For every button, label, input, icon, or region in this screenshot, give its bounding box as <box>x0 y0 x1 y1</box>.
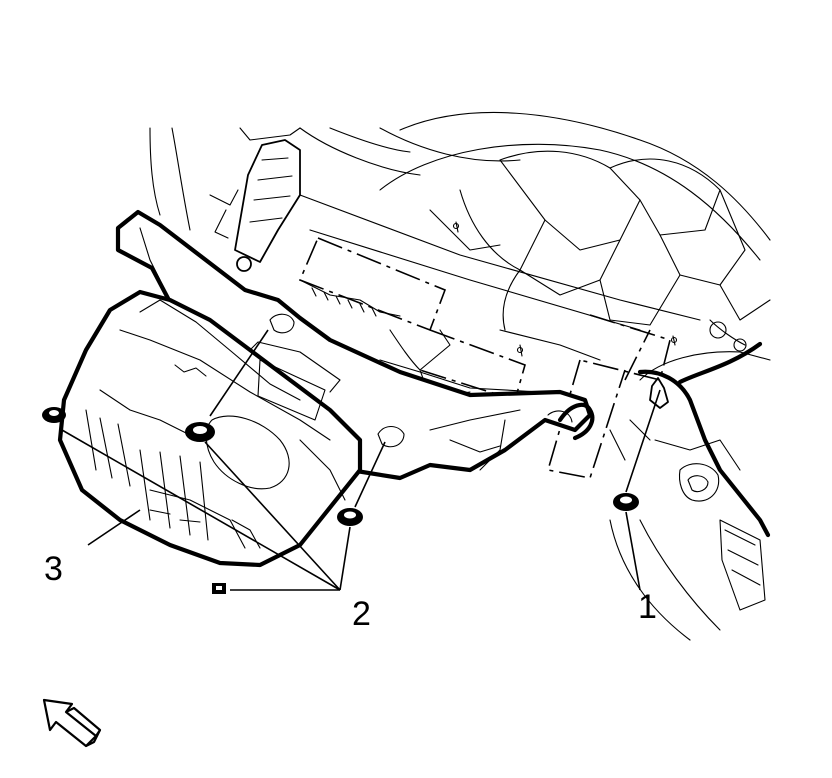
nut-2c <box>42 407 66 423</box>
callout-3: 3 <box>44 550 63 588</box>
vehicle-underbody-background <box>149 112 771 641</box>
clip-2 <box>212 583 226 594</box>
nut-2a <box>185 422 215 442</box>
nut-2b <box>337 508 363 526</box>
fasteners <box>42 377 669 594</box>
front-direction-arrow-icon <box>42 698 102 748</box>
callout-1: 1 <box>638 588 657 626</box>
stud-1 <box>649 377 669 409</box>
underbody-shield <box>57 209 595 568</box>
nut-1 <box>613 493 639 511</box>
leader-lines <box>61 329 661 591</box>
callout-labels: 3 2 1 <box>44 550 657 633</box>
callout-2: 2 <box>352 595 371 633</box>
